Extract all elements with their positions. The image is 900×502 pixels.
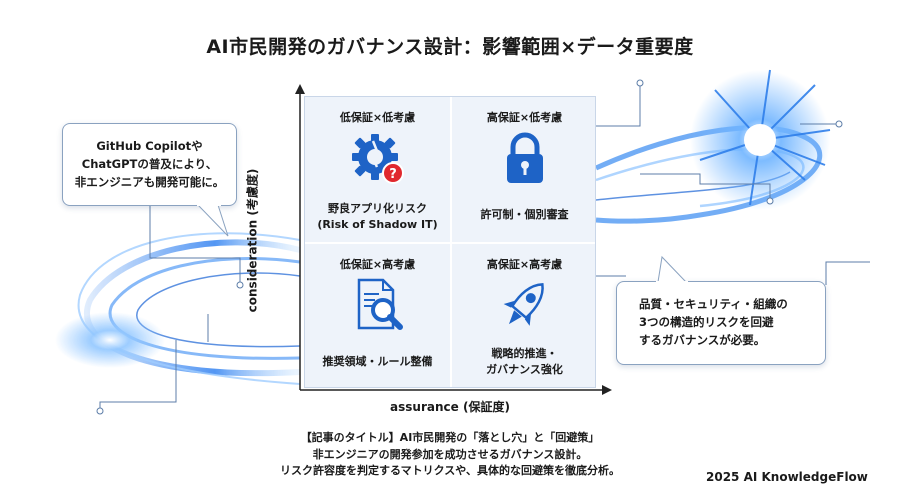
svg-text:?: ?: [389, 167, 397, 182]
bubble-line: GitHub Copilotや: [96, 139, 203, 153]
bubble-line: 品質・セキュリティ・組織の: [639, 297, 788, 311]
speech-bubble-left-tail: [196, 204, 229, 237]
quadrant-title: 高保証×低考慮: [486, 111, 563, 124]
article-caption: 【記事のタイトル】AI市民開発の「落とし穴」と「回避策」 非エンジニアの開発参加…: [220, 430, 680, 480]
y-axis-label: consideration (考慮度): [245, 168, 260, 313]
risk-matrix: 低保証×低考慮 ? 野良アプリ化リスク (Risk of Shadow IT) …: [304, 96, 596, 388]
quadrant-low-assurance-high-consideration: 低保証×高考慮 推奨領域・ルール整備: [305, 244, 450, 389]
bubble-line: 3つの構造的リスクを回避: [639, 315, 774, 329]
quadrant-desc-line-2: ガバナンス強化: [486, 363, 563, 376]
caption-line: 【記事のタイトル】AI市民開発の「落とし穴」と「回避策」: [300, 431, 600, 444]
padlock-icon: [507, 132, 543, 183]
bubble-line: 非エンジニアも開発可能に。: [74, 175, 225, 189]
quadrant-high-assurance-high-consideration: 高保証×高考慮 戦略的推進・ ガバナンス強化: [452, 244, 597, 389]
caption-line: 非エンジニアの開発参加を成功させるガバナンス設計。: [312, 447, 588, 461]
quadrant-high-assurance-low-consideration: 高保証×低考慮 許可制・個別審査: [452, 97, 597, 242]
circuit-lines: [96, 79, 870, 415]
light-burst: [690, 69, 831, 210]
speech-bubble-right: 品質・セキュリティ・組織の 3つの構造的リスクを回避 するガバナンスが必要。: [616, 281, 826, 365]
quadrant-title: 低保証×高考慮: [339, 258, 416, 271]
quadrant-desc-line-1: 推奨領域・ルール整備: [322, 355, 433, 368]
left-light-swirl: [55, 232, 301, 385]
bubble-line: するガバナンスが必要。: [639, 333, 766, 347]
matrix-axes: [295, 84, 612, 395]
quadrant-title: 高保証×高考慮: [486, 258, 563, 271]
quadrant-title: 低保証×低考慮: [339, 111, 416, 124]
rocket-icon: [503, 283, 544, 326]
quadrant-low-assurance-low-consideration: 低保証×低考慮 ? 野良アプリ化リスク (Risk of Shadow IT): [305, 97, 450, 242]
document-magnifier-icon: [357, 278, 403, 330]
gear-warning-icon: ?: [352, 134, 404, 184]
quadrant-desc-line-1: 許可制・個別審査: [480, 208, 569, 221]
matrix-divider-horizontal: [305, 242, 595, 244]
speech-bubble-right-tail: [656, 255, 688, 283]
bubble-line: ChatGPTの普及により、: [81, 157, 218, 171]
speech-bubble-left: GitHub Copilotや ChatGPTの普及により、 非エンジニアも開発…: [62, 123, 237, 206]
copyright-text: 2025 AI KnowledgeFlow: [706, 470, 868, 484]
quadrant-desc-line-2: (Risk of Shadow IT): [317, 218, 438, 231]
quadrant-desc-line-1: 戦略的推進・: [491, 347, 558, 360]
page-title: AI市民開発のガバナンス設計：影響範囲×データ重要度: [206, 36, 694, 58]
quadrant-desc-line-1: 野良アプリ化リスク: [328, 202, 427, 215]
x-axis-label: assurance (保証度): [390, 400, 510, 414]
caption-line: リスク許容度を判定するマトリクスや、具体的な回避策を徹底分析。: [280, 464, 620, 477]
